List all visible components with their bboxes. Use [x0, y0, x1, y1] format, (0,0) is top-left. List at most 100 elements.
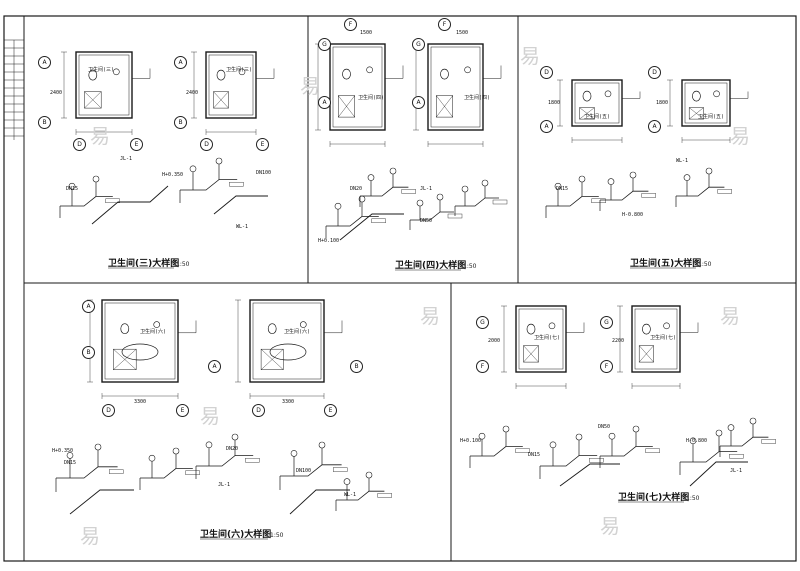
pipe-valve	[367, 174, 375, 181]
pipe-valve	[683, 174, 691, 181]
shower-diagonal	[113, 349, 137, 370]
panel-scale-7: 1:50	[686, 495, 700, 502]
pipe-label: DN15	[64, 460, 77, 466]
pipe-isometric	[326, 215, 379, 227]
pipe-isometric	[600, 445, 653, 457]
floor-plan-wall	[427, 43, 484, 131]
room-label: 卫生间(六)	[140, 329, 167, 335]
pipe-valve	[92, 175, 100, 183]
drain-line	[689, 461, 748, 487]
pipe-label: JL-1	[420, 186, 433, 192]
dimension-label: 2000	[488, 338, 501, 344]
room-label: 卫生间(六)	[284, 329, 311, 335]
pipe-label: JL-1	[120, 156, 133, 162]
pipe-label: WL-1	[344, 492, 357, 498]
shower-diagonal	[523, 345, 539, 363]
sink-fixture	[299, 321, 307, 328]
axis-mark: A	[208, 360, 221, 373]
pipe-fitting	[717, 189, 732, 194]
pipe-fitting	[591, 198, 606, 204]
drain-line	[289, 489, 350, 515]
axis-mark: A	[648, 120, 661, 133]
floor-plan-wall	[205, 51, 257, 119]
axis-mark: G	[412, 38, 425, 51]
axis-mark: E	[256, 138, 269, 151]
pipe-label: DN20	[350, 186, 363, 192]
sink-fixture	[238, 68, 246, 76]
pipe-fitting	[371, 218, 386, 224]
panel-scale-4: 1:50	[463, 263, 477, 270]
pipe-valve	[727, 424, 735, 431]
pipe-valve	[436, 193, 444, 201]
axis-mark: A	[318, 96, 331, 109]
pipe-isometric	[140, 467, 193, 479]
drain-line	[213, 195, 268, 215]
floor-plan-wall	[631, 305, 681, 373]
floor-plan-inner	[208, 54, 254, 116]
pipe-label: DN15	[528, 452, 541, 458]
pipe-valve	[148, 454, 156, 462]
shower-diagonal	[84, 91, 102, 109]
pipe-label: DN50	[420, 218, 433, 224]
pipe-valve	[68, 182, 76, 190]
pipe-valve	[416, 199, 424, 207]
shower-tray	[436, 95, 453, 118]
axis-mark: B	[174, 116, 187, 129]
drain-line	[91, 185, 169, 225]
pipe-valve	[189, 165, 197, 173]
sink-fixture	[663, 322, 670, 330]
pipe-fitting	[645, 448, 660, 453]
axis-mark: F	[600, 360, 613, 373]
pipe-valve	[343, 478, 351, 485]
axis-mark: E	[130, 138, 143, 151]
axis-mark: D	[73, 138, 86, 151]
floor-plan-inner	[104, 302, 176, 380]
pipe-fitting	[105, 198, 120, 204]
floor-plan-wall	[681, 79, 731, 127]
pipe-valve	[94, 443, 102, 451]
pipe-isometric	[196, 455, 254, 467]
pipe-valve	[629, 171, 637, 179]
pipe-valve	[481, 179, 489, 187]
axis-mark: E	[176, 404, 189, 417]
toilet-fixture	[267, 323, 277, 335]
room-label: 卫生间(三)	[88, 67, 115, 73]
dimension-label: 2200	[612, 338, 625, 344]
shower-tray	[523, 345, 539, 363]
axis-mark: D	[200, 138, 213, 151]
pipe-fitting	[729, 454, 744, 459]
drain-line	[559, 463, 620, 487]
room-label: 卫生间(七)	[650, 335, 677, 341]
pipe-valve	[205, 441, 213, 449]
pipe-label: JL-1	[218, 482, 231, 488]
dimension-label: 3300	[282, 399, 295, 405]
toilet-fixture	[342, 68, 351, 80]
shower-tray	[579, 107, 595, 120]
shower-tray	[688, 107, 704, 120]
axis-mark: A	[540, 120, 553, 133]
pipe-label: DN100	[296, 468, 312, 474]
floor-plan-inner	[78, 54, 130, 116]
shower-diagonal	[579, 107, 595, 120]
axis-mark: F	[476, 360, 489, 373]
toilet-fixture	[642, 323, 651, 335]
axis-mark: D	[540, 66, 553, 79]
pipe-fitting	[185, 470, 200, 475]
sink-fixture	[713, 90, 720, 98]
axis-mark: B	[82, 346, 95, 359]
floor-plan-wall	[329, 43, 386, 131]
axis-mark: G	[318, 38, 331, 51]
pipe-fitting	[229, 181, 244, 187]
panel-scale-6: 1:50	[270, 532, 284, 539]
pipe-valve	[215, 157, 223, 165]
sink-fixture	[153, 321, 161, 328]
room-label: 卫生间(三)	[226, 67, 253, 73]
sink-fixture	[548, 322, 556, 330]
panel-title-3: 卫生间(三)大样图	[108, 259, 180, 269]
floor-plan-inner	[252, 302, 322, 380]
pipe-label: H+0.350	[162, 172, 184, 178]
pipe-valve	[632, 425, 640, 433]
shower-tray	[638, 345, 654, 363]
pipe-fitting	[761, 439, 776, 444]
pipe-fitting	[492, 199, 508, 205]
